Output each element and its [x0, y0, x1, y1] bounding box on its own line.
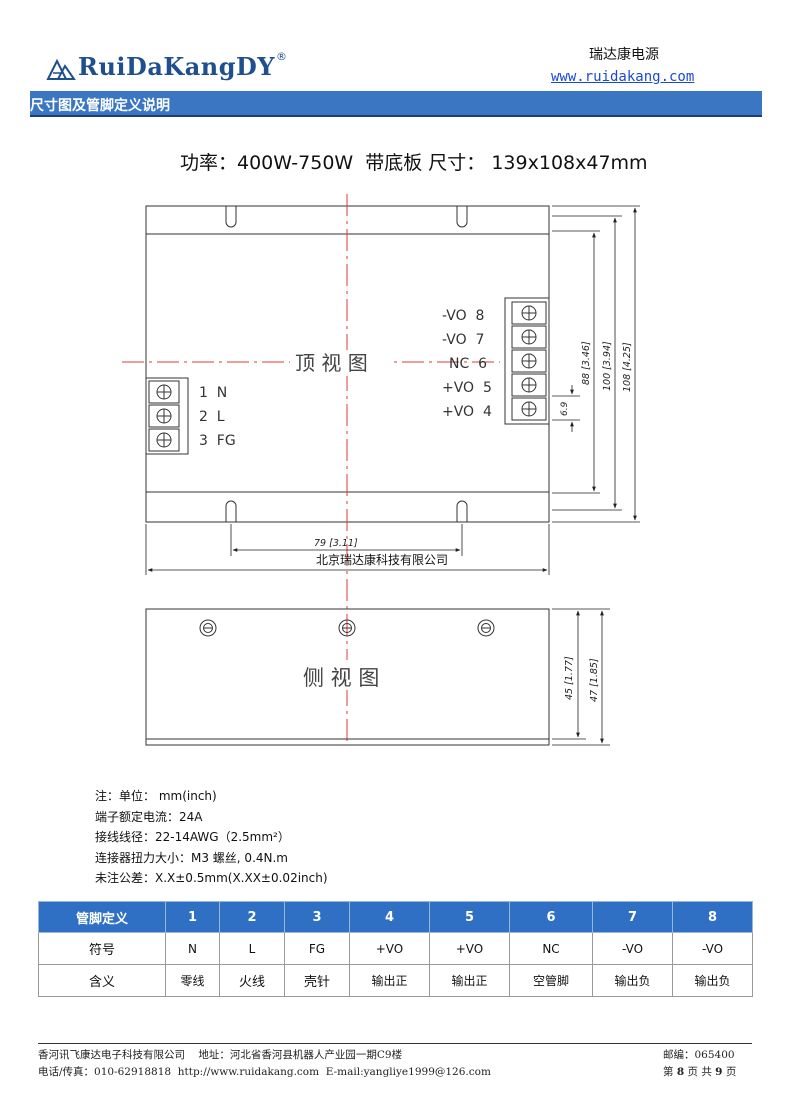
footer-postcode: 邮编：065400 [663, 1049, 735, 1061]
table-cell: 壳针 [284, 964, 350, 997]
output-terminal-block [504, 297, 550, 425]
dimension-lines-bottom [145, 524, 550, 575]
table-cell: 符号 [38, 932, 166, 965]
registered-mark: ® [275, 50, 287, 63]
table-cell: 火线 [219, 964, 285, 997]
page-suffix: 页 [722, 1066, 737, 1078]
dim-79: 79 [3.11] [314, 538, 358, 549]
note-torque: 连接器扭力大小：M3 螺丝, 0.4N.m [95, 850, 288, 865]
table-cell: 输出负 [672, 964, 753, 997]
dimension-lines-right [552, 205, 640, 523]
side-view-outline [145, 608, 550, 746]
table-header-cell: 8 [672, 901, 753, 933]
table-cell: -VO [592, 932, 673, 965]
logo-mountain-icon [46, 58, 76, 80]
terminal-label-1: 1 N [199, 385, 227, 401]
terminal-label-2: 2 L [199, 409, 225, 425]
dim-47: 47 [1.85] [589, 658, 600, 702]
terminal-label-3: 3 FG [199, 433, 236, 449]
table-header-cell: 5 [429, 901, 510, 933]
terminal-label-6: NC 6 [449, 356, 487, 372]
screw-icons-right [521, 305, 537, 417]
terminal-label-5: +VO 5 [442, 380, 492, 396]
table-cell: NC [509, 932, 593, 965]
table-header-cell: 1 [165, 901, 220, 933]
side-view-label-bg [298, 660, 398, 690]
table-header-cell: 3 [284, 901, 350, 933]
page-number: 第 8 页 共 9 页 [663, 1064, 736, 1079]
page-current: 8 [676, 1066, 685, 1078]
note-current: 端子额定电流：24A [95, 809, 203, 824]
footer-contact: 电话/传真：010-62918818 http://www.ruidakang.… [38, 1066, 491, 1078]
section-title: 尺寸图及管脚定义说明 [30, 98, 170, 114]
table-row-meaning: 含义 零线 火线 壳针 输出正 输出正 空管脚 输出负 输出负 [38, 964, 753, 997]
logo-text: RuiDaKangDY [78, 52, 275, 81]
table-cell: +VO [349, 932, 430, 965]
section-bar: 尺寸图及管脚定义说明 [30, 91, 762, 117]
page-total: 9 [715, 1066, 723, 1078]
input-terminal-block [145, 377, 189, 455]
table-cell: 空管脚 [509, 964, 593, 997]
spec-notes: 注：单位： mm(inch) 端子额定电流：24A 接线线径：22-14AWG（… [95, 786, 328, 889]
top-view-label: 顶 视 图 [295, 351, 368, 375]
note-unit: 注：单位： mm(inch) [95, 789, 217, 803]
terminal-label-7: -VO 7 [442, 332, 484, 348]
pin-definition-table: 管脚定义 1 2 3 4 5 6 7 8 符号 N L FG +VO +VO N… [38, 901, 753, 997]
note-wire-gauge: 接线线径：22-14AWG（2.5mm²） [95, 830, 290, 845]
table-header-cell: 7 [592, 901, 673, 933]
table-cell: +VO [429, 932, 510, 965]
table-cell: 含义 [38, 964, 166, 997]
page-middle: 页 共 [684, 1066, 716, 1078]
footer-divider [38, 1043, 752, 1044]
side-screw-icons [199, 619, 495, 637]
table-header-cell: 6 [509, 901, 593, 933]
table-cell: N [165, 932, 220, 965]
page-heading: 功率：400W-750W 带底板 尺寸： 139x108x47mm [180, 152, 648, 174]
company-name-cn: 瑞达康电源 [589, 47, 659, 63]
table-header-cell: 管脚定义 [38, 901, 166, 933]
terminal-label-8: -VO 8 [442, 308, 484, 324]
dimension-lines-side [552, 608, 610, 746]
table-cell: -VO [672, 932, 753, 965]
table-cell: 输出正 [429, 964, 510, 997]
website-link[interactable]: www.ruidakang.com [551, 69, 695, 85]
table-header-row: 管脚定义 1 2 3 4 5 6 7 8 [38, 901, 753, 933]
company-label: 北京瑞达康科技有限公司 [316, 552, 448, 567]
side-view-label: 侧 视 图 [303, 666, 379, 690]
dim-100: 100 [3.94] [602, 341, 613, 391]
terminal-label-4: +VO 4 [442, 404, 492, 420]
page-prefix: 第 [663, 1066, 677, 1078]
table-row-symbol: 符号 N L FG +VO +VO NC -VO -VO [38, 932, 753, 965]
footer-address: 香河讯飞康达电子科技有限公司 地址：河北省香河县机器人产业园一期C9楼 [38, 1049, 403, 1061]
screw-icons-left [156, 384, 172, 448]
table-cell: 零线 [165, 964, 220, 997]
table-cell: 输出正 [349, 964, 430, 997]
company-logo: RuiDaKangDY ® [46, 50, 287, 81]
table-header-cell: 2 [219, 901, 285, 933]
dim-6-9: 6.9 [560, 401, 570, 416]
table-cell: FG [284, 932, 350, 965]
note-tolerance: 未注公差：X.X±0.5mm(X.XX±0.02inch) [95, 871, 328, 886]
dim-108: 108 [4.25] [622, 342, 633, 392]
dim-45: 45 [1.77] [564, 656, 575, 700]
top-view-label-bg [290, 350, 390, 376]
table-cell: L [219, 932, 285, 965]
table-header-cell: 4 [349, 901, 430, 933]
dim-88: 88 [3.46] [581, 341, 592, 385]
table-cell: 输出负 [592, 964, 673, 997]
